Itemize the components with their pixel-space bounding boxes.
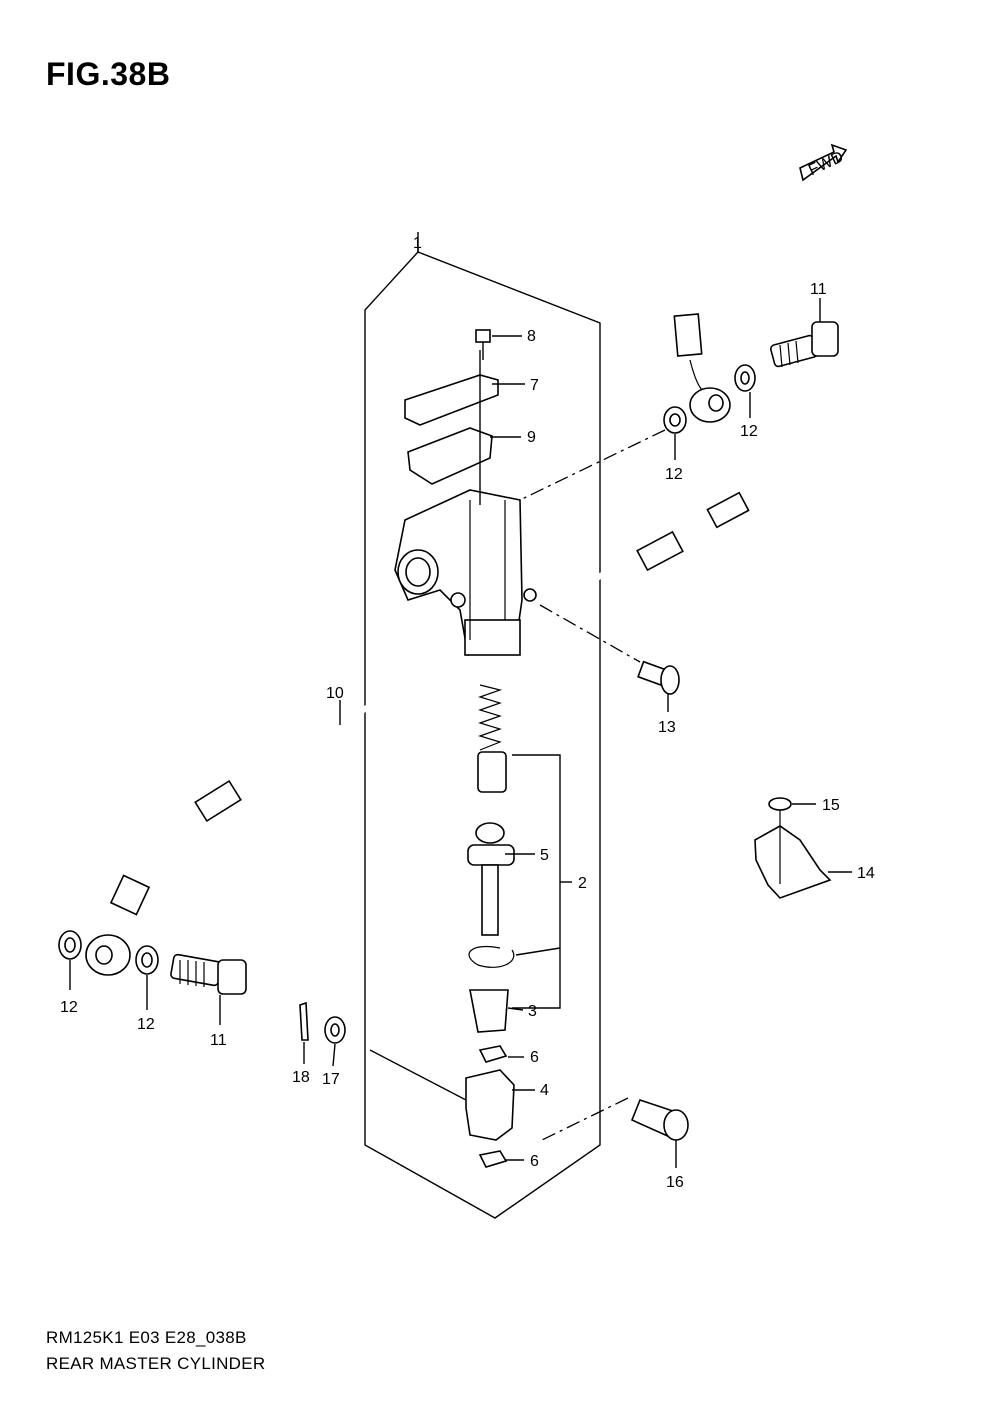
callout-17: 17 — [322, 1071, 340, 1088]
callout-6: 6 — [530, 1049, 539, 1066]
callout-1: 1 — [413, 235, 422, 252]
callout-12: 12 — [60, 999, 78, 1016]
callout-18: 18 — [292, 1069, 310, 1086]
callout-9: 9 — [527, 429, 536, 446]
boot — [469, 989, 509, 1033]
assembly-outline — [364, 251, 601, 1219]
callout-11: 11 — [210, 1032, 227, 1049]
callout-7: 7 — [530, 377, 539, 394]
reservoir-cap — [404, 374, 499, 426]
spring-icon — [478, 684, 503, 751]
washer-icon — [324, 1016, 346, 1044]
callout-14: 14 — [857, 865, 875, 882]
callout-8: 8 — [527, 328, 536, 345]
callout-12: 12 — [665, 466, 683, 483]
callout-3: 3 — [528, 1003, 537, 1020]
union-bolt-icon — [170, 321, 839, 995]
callout-4: 4 — [540, 1082, 549, 1099]
washer-icon — [58, 364, 756, 975]
callout-16: 16 — [666, 1174, 684, 1191]
callout-labels: 1 2 3 4 5 6 6 7 8 9 10 11 11 12 12 12 12… — [60, 235, 875, 1191]
callout-2: 2 — [578, 875, 587, 892]
banjo-fitting-upper — [689, 359, 731, 423]
clevis-pin-icon — [630, 1099, 689, 1141]
circlip-icon — [468, 945, 515, 968]
banjo-fitting-lower — [85, 934, 131, 976]
diagram-name: REAR MASTER CYLINDER — [46, 1354, 266, 1373]
callout-13: 13 — [658, 719, 676, 736]
fwd-label: FWD — [806, 148, 846, 179]
callout-15: 15 — [822, 797, 840, 814]
callout-10: 10 — [326, 685, 344, 702]
callout-12: 12 — [740, 423, 758, 440]
leader-lines — [69, 232, 852, 1168]
figure-title: FIG.38B — [46, 56, 171, 92]
clevis — [465, 1069, 515, 1141]
master-cylinder-body — [394, 489, 537, 656]
callout-11: 11 — [810, 281, 827, 298]
fwd-arrow-icon: FWD — [799, 143, 848, 182]
cap-screw-icon — [475, 329, 491, 360]
hose-clamp — [754, 797, 832, 899]
nut-icon — [478, 1045, 508, 1063]
diaphragm — [407, 427, 493, 485]
diagram-code: RM125K1 E03 E28_038B — [46, 1328, 247, 1347]
callout-6: 6 — [530, 1153, 539, 1170]
callout-12: 12 — [137, 1016, 155, 1033]
callout-5: 5 — [540, 847, 549, 864]
piston — [477, 751, 507, 793]
push-rod — [467, 822, 515, 936]
nut-icon — [478, 1150, 508, 1168]
mount-screw-icon — [637, 660, 680, 695]
cotter-pin-icon — [299, 1001, 309, 1041]
